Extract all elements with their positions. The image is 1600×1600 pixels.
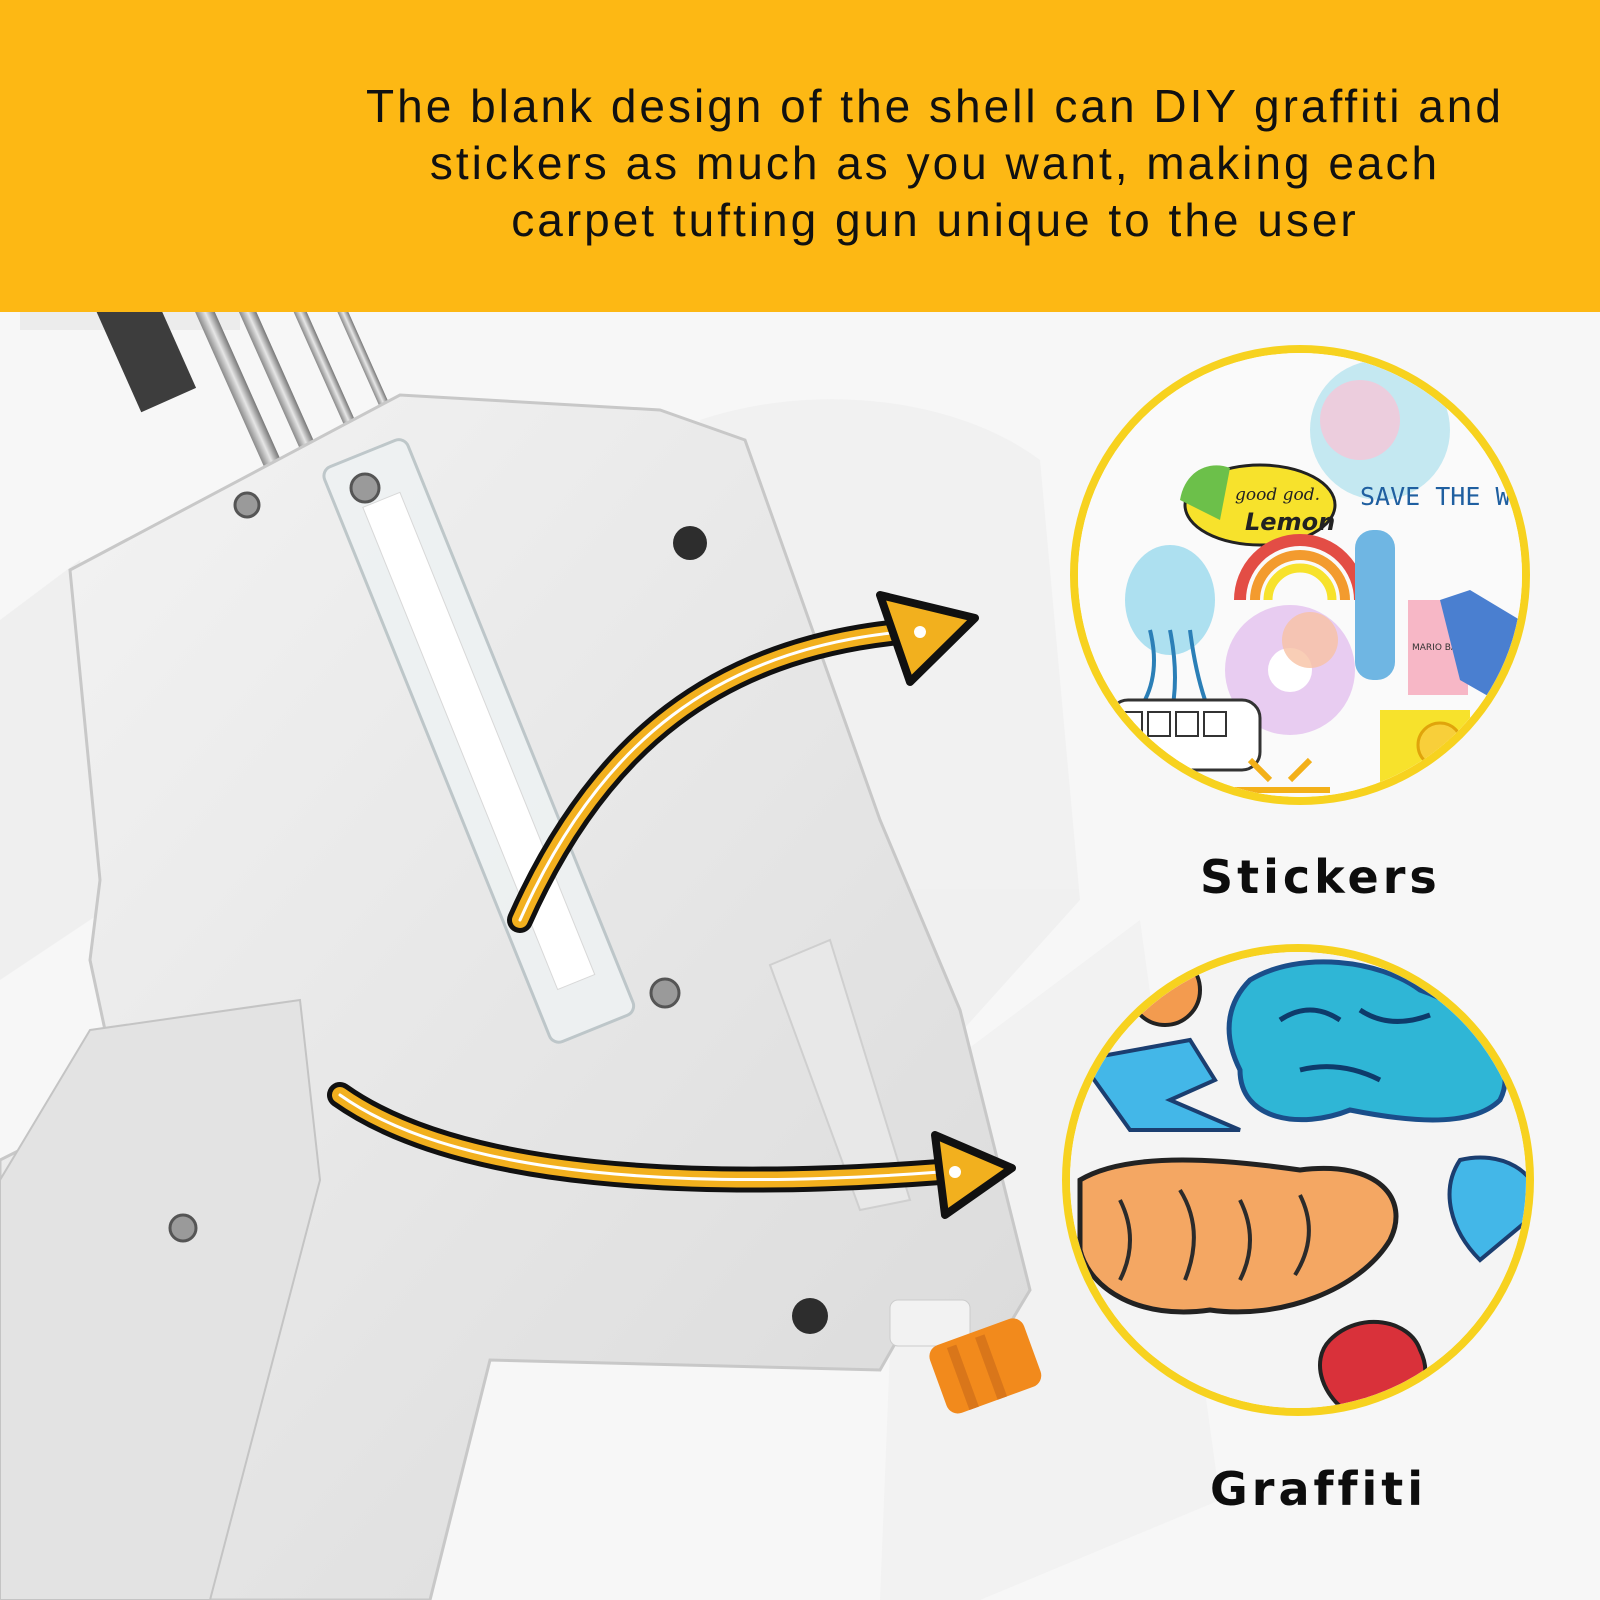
banner-line-2: stickers as much as you want, making eac… [429,137,1441,189]
arrow-to-graffiti [327,1082,1016,1219]
sticker-text-mario-badescu: MARIO BADESCU [1412,643,1488,653]
top-banner: The blank design of the shell can DIY gr… [0,0,1600,312]
orange-knob [889,1299,1042,1414]
stickers-label: Stickers [1200,850,1441,904]
sticker-text-good-god: good god. [1235,485,1320,505]
sticker-text-save-the-waves: SAVE THE WAV [1360,482,1541,511]
sticker-text-lemon: Lemon [1245,508,1335,536]
banner-caption: The blank design of the shell can DIY gr… [300,78,1570,249]
graffiti-label: Graffiti [1210,1462,1428,1516]
banner-line-1: The blank design of the shell can DIY gr… [366,80,1504,132]
graffiti-circle [1062,944,1534,1416]
arrow-to-stickers [507,591,979,933]
stickers-circle: good god. Lemon SAVE THE WAV MARIO BADES… [1070,345,1541,805]
banner-line-3: carpet tufting gun unique to the user [511,194,1359,246]
gun-shell [0,393,1032,1600]
